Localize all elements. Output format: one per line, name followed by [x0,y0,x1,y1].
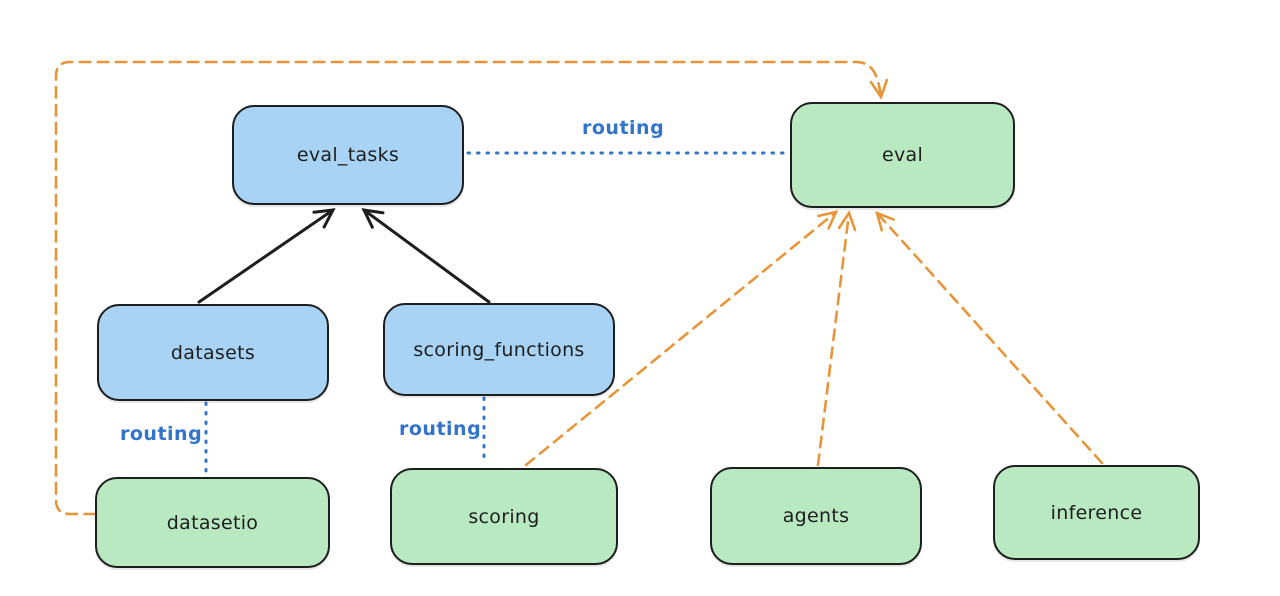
edge-scoring-functions-to-eval-tasks [361,208,491,304]
edge-datasetio-to-eval-around [54,60,889,516]
edge-inference-to-eval [875,210,1104,465]
node-inference-label: inference [1050,501,1143,524]
node-datasets: datasets [97,304,329,401]
node-agents-label: agents [782,505,850,527]
edge-agents-to-eval [816,210,857,467]
node-datasetio: datasetio [95,477,330,568]
node-agents: agents [710,467,922,565]
node-scoring-functions: scoring_functions [383,303,615,396]
node-eval-tasks: eval_tasks [232,105,464,205]
node-datasets-label: datasets [170,341,256,364]
node-eval: eval [790,102,1015,208]
node-scoring: scoring [390,468,618,565]
edge-scoring-to-eval [524,210,839,467]
node-datasetio-label: datasetio [166,511,259,534]
edge-datasets-to-eval-tasks [197,208,336,304]
edge-label-routing-top: routing [582,117,665,139]
edge-label-routing-left: routing [120,423,203,445]
node-eval-tasks-label: eval_tasks [296,144,400,166]
edge-label-routing-mid: routing [399,418,482,440]
node-scoring-label: scoring [468,505,540,528]
node-scoring-functions-label: scoring_functions [413,338,585,361]
node-inference: inference [993,465,1200,560]
node-eval-label: eval [881,144,924,166]
